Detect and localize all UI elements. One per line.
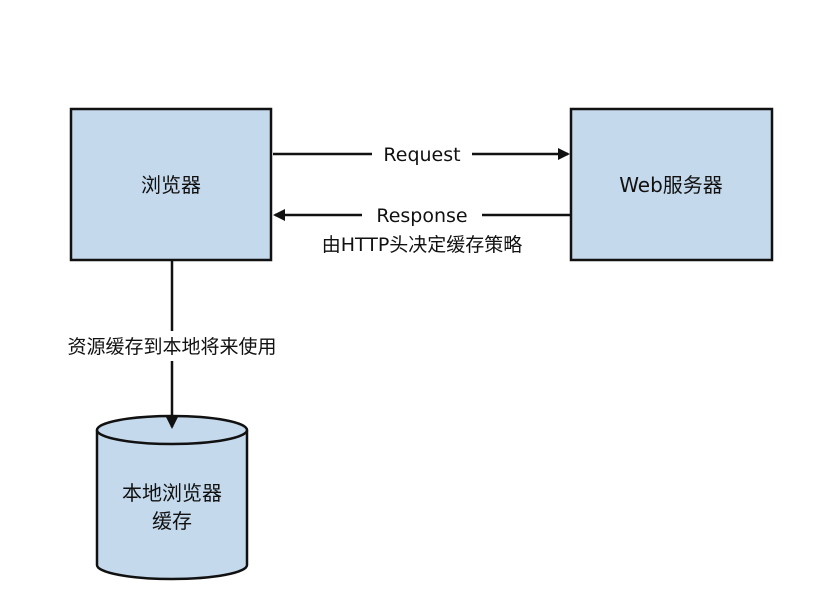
local-cache-label-line2: 缓存	[152, 509, 192, 533]
request-edge: Request	[273, 140, 570, 168]
web-server-label: Web服务器	[619, 173, 723, 197]
cache-label-bg	[38, 331, 306, 361]
cache-label: 资源缓存到本地将来使用	[67, 336, 276, 358]
response-label: Response	[376, 205, 467, 227]
browser-label: 浏览器	[141, 173, 201, 197]
cache-edge: 资源缓存到本地将来使用	[38, 261, 306, 429]
local-cache-node: 本地浏览器 缓存	[95, 414, 249, 581]
browser-node: 浏览器	[69, 107, 273, 262]
browser-box	[69, 107, 273, 262]
response-label-bg	[362, 201, 482, 229]
request-label: Request	[383, 144, 460, 166]
local-cache-label-line1: 本地浏览器	[122, 481, 222, 505]
cylinder-body	[95, 430, 249, 581]
web-server-node: Web服务器	[569, 107, 774, 262]
response-edge: Response 由HTTP头决定缓存策略	[273, 201, 570, 256]
web-server-box	[569, 107, 774, 262]
request-label-bg	[372, 140, 472, 168]
response-sublabel: 由HTTP头决定缓存策略	[322, 234, 523, 256]
